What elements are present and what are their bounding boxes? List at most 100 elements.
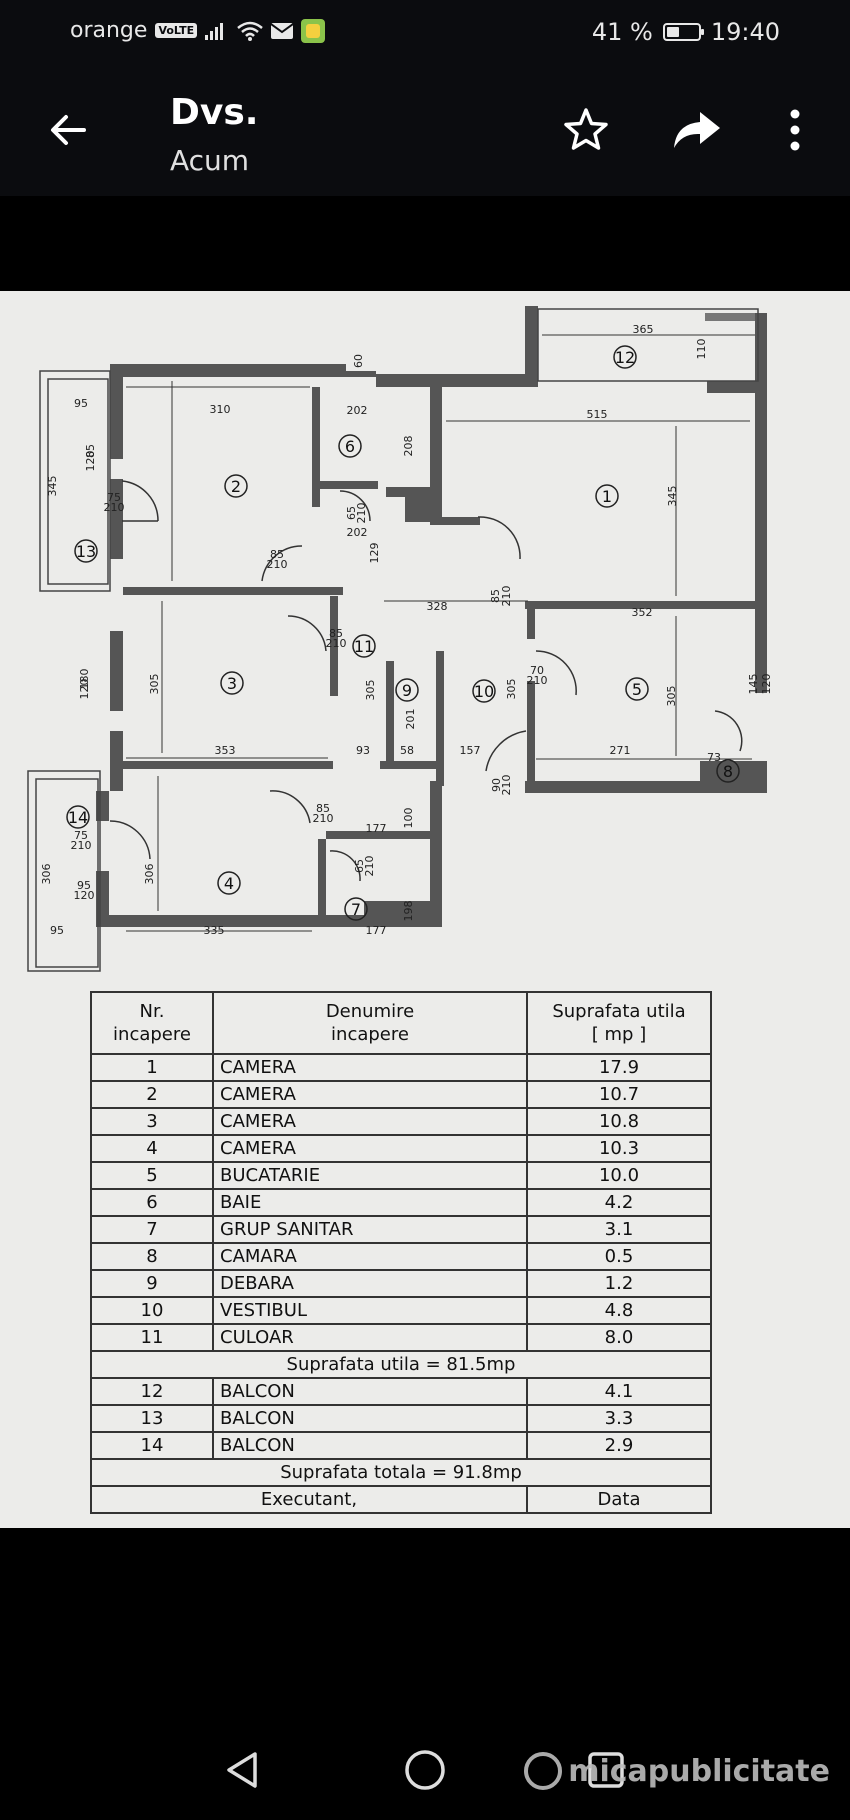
back-arrow-icon[interactable] — [44, 106, 92, 154]
total-cell: Suprafata totala = 91.8mp — [90, 1458, 712, 1487]
row-nr: 14 — [90, 1431, 214, 1460]
nav-recents-icon[interactable] — [578, 1742, 634, 1798]
row-area: 8.0 — [526, 1323, 712, 1352]
row-area: 4.8 — [526, 1296, 712, 1325]
dimension-label: 210 — [71, 839, 92, 852]
row-name: CAMERA — [212, 1053, 528, 1082]
row-area: 17.9 — [526, 1053, 712, 1082]
more-vert-icon[interactable] — [780, 106, 810, 154]
dimension-label: 58 — [400, 744, 414, 757]
row-nr: 13 — [90, 1404, 214, 1433]
dimension-label: 201 — [404, 709, 417, 730]
room-number-circle — [224, 474, 248, 498]
dimension-label: 305 — [665, 686, 678, 707]
row-area: 10.3 — [526, 1134, 712, 1163]
app-notification-icon — [301, 18, 326, 43]
room-area-table: Nr. incapere Denumire incapere Suprafata… — [90, 991, 712, 1514]
total-row: Suprafata totala = 91.8mp — [90, 1458, 712, 1487]
row-nr: 7 — [90, 1215, 214, 1244]
room-number-label: 8 — [723, 762, 733, 781]
dimension-label: 310 — [210, 403, 231, 416]
row-name: BALCON — [212, 1431, 528, 1460]
nav-home-icon[interactable] — [397, 1742, 453, 1798]
row-name: VESTIBUL — [212, 1296, 528, 1325]
dimension-label: 60 — [352, 354, 365, 368]
row-name: CAMERA — [212, 1134, 528, 1163]
share-icon[interactable] — [670, 106, 722, 154]
room-number-label: 13 — [76, 542, 96, 561]
room-number-circle — [595, 484, 619, 508]
dimension-label: 75 — [107, 491, 121, 504]
dimension-label: 100 — [402, 808, 415, 829]
row-nr: 1 — [90, 1053, 214, 1082]
room-number-circle — [352, 634, 376, 658]
dimension-label: 157 — [460, 744, 481, 757]
dimension-label: 328 — [427, 600, 448, 613]
room-number-label: 3 — [227, 674, 237, 693]
dimension-label: 345 — [46, 476, 59, 497]
dimension-label: 75 — [74, 829, 88, 842]
dimension-label: 210 — [104, 501, 125, 514]
dimension-label: 65 — [353, 859, 366, 873]
dimension-label: 210 — [326, 637, 347, 650]
dimension-label: 85 — [84, 444, 97, 458]
room-number-circle — [613, 345, 637, 369]
dimension-label: 208 — [402, 436, 415, 457]
nav-back-icon[interactable] — [215, 1742, 271, 1798]
star-icon[interactable] — [562, 106, 610, 154]
dimension-label: 210 — [500, 586, 513, 607]
dimension-label: 85 — [489, 589, 502, 603]
row-nr: 11 — [90, 1323, 214, 1352]
room-number-circle — [395, 678, 419, 702]
room-number-circle — [338, 434, 362, 458]
dimension-label: 95 — [50, 924, 64, 937]
row-area: 0.5 — [526, 1242, 712, 1271]
dimension-label: 353 — [215, 744, 236, 757]
row-nr: 5 — [90, 1161, 214, 1190]
subtotal-row: Suprafata utila = 81.5mp — [90, 1350, 712, 1379]
clock: 19:40 — [710, 18, 780, 46]
header-nr-text: Nr. incapere — [113, 1000, 191, 1045]
wifi-icon — [237, 21, 263, 41]
header-nr: Nr. incapere — [90, 991, 214, 1055]
room-number-label: 1 — [602, 487, 612, 506]
dimension-label: 210 — [500, 775, 513, 796]
room-number-circle — [217, 871, 241, 895]
room-number-label: 9 — [402, 681, 412, 700]
dimension-label: 70 — [530, 664, 544, 677]
row-nr: 2 — [90, 1080, 214, 1109]
dimension-label: 145 — [747, 674, 760, 695]
room-number-circle — [344, 897, 368, 921]
dimension-label: 305 — [148, 674, 161, 695]
room-number-circle — [66, 805, 90, 829]
room-number-label: 12 — [615, 348, 635, 367]
header-name: Denumire incapere — [212, 991, 528, 1055]
row-area: 4.2 — [526, 1188, 712, 1217]
dimension-label: 352 — [632, 606, 653, 619]
dimension-label: 85 — [316, 802, 330, 815]
header-area: Suprafata utila [ mp ] — [526, 991, 712, 1055]
row-area: 10.0 — [526, 1161, 712, 1190]
dimension-label: 202 — [347, 526, 368, 539]
navigation-bar — [0, 1720, 850, 1820]
header-area-text: Suprafata utila [ mp ] — [552, 1000, 686, 1045]
row-area: 3.3 — [526, 1404, 712, 1433]
room-number-circle — [625, 677, 649, 701]
row-name: CULOAR — [212, 1323, 528, 1352]
header-name-text: Denumire incapere — [325, 1000, 415, 1045]
dimension-label: 177 — [366, 822, 387, 835]
row-name: BALCON — [212, 1404, 528, 1433]
